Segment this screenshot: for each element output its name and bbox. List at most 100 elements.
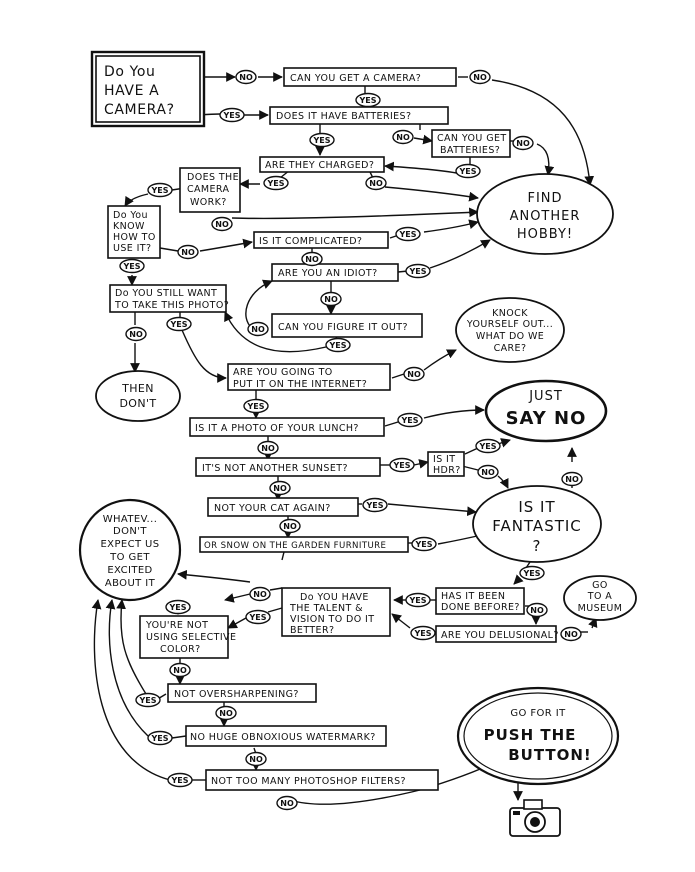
know-how-line-4: USE IT?	[113, 243, 151, 254]
cat-text: NOT YOUR CAT AGAIN?	[214, 503, 331, 514]
yes-pill: YES	[389, 457, 415, 473]
yes-pill: YES	[405, 592, 431, 608]
yes-pill-label: YES	[365, 501, 383, 510]
yes-pill-label: YES	[248, 613, 266, 622]
yes-pill-label: YES	[168, 603, 186, 612]
know-how-line-3: HOW TO	[113, 232, 156, 243]
decision-pills: NO NO YES YES NO NO YES YES YES NO YES NO NO YES NO YES…	[119, 69, 583, 811]
yes-pill-label: YES	[138, 696, 156, 705]
lunch-text: IS IT A PHOTO OF YOUR LUNCH?	[195, 423, 359, 434]
have-batteries-box: DOES IT HAVE BATTERIES?	[269, 106, 449, 125]
yes-pill: YES	[397, 412, 423, 428]
no-pill-label: NO	[219, 709, 233, 718]
yes-pill: YES	[411, 536, 437, 552]
just-say-no-line-2: SAY NO	[506, 408, 587, 429]
hdr-box: IS IT HDR?	[427, 451, 465, 477]
museum-oval: GO TO A MUSEUM	[563, 575, 637, 621]
sunset-text: IT'S NOT ANOTHER SUNSET?	[202, 463, 348, 474]
hdr-line-1: IS IT	[433, 454, 455, 465]
selective-line-3: COLOR?	[160, 644, 201, 655]
yes-pill-label: YES	[408, 267, 426, 276]
no-pill: NO	[177, 244, 199, 260]
still-want-line-1: Do YOU STILL WANT	[115, 288, 217, 299]
yes-pill-label: YES	[169, 320, 187, 329]
done-before-box: HAS IT BEEN DONE BEFORE?	[435, 587, 525, 615]
whatev-line-4: TO GET	[109, 552, 150, 563]
camera-work-line-3: WORK?	[190, 197, 227, 208]
no-pill-label: NO	[273, 484, 287, 493]
watermark-text: NO HUGE OBNOXIOUS WATERMARK?	[190, 732, 376, 743]
complicated-text: IS IT COMPLICATED?	[259, 236, 362, 247]
yes-pill: YES	[135, 692, 161, 708]
yes-pill: YES	[219, 107, 245, 123]
find-hobby-line-1: FIND	[527, 191, 562, 206]
fantastic-line-3: ?	[533, 537, 542, 555]
snow-box: OR SNOW ON THE GARDEN FURNITURE	[199, 536, 409, 553]
knock-out-oval: KNOCK YOURSELF OUT... WHAT DO WE CARE?	[455, 297, 565, 363]
have-batteries-text: DOES IT HAVE BATTERIES?	[276, 111, 411, 122]
no-pill: NO	[245, 751, 267, 767]
yes-pill-label: YES	[122, 262, 140, 271]
talent-line-2: THE TALENT &	[289, 603, 363, 614]
yes-pill: YES	[309, 132, 335, 148]
knock-out-line-4: CARE?	[494, 343, 527, 354]
watermark-box: NO HUGE OBNOXIOUS WATERMARK?	[185, 725, 387, 747]
filters-box: NOT TOO MANY PHOTOSHOP FILTERS?	[205, 769, 439, 791]
no-pill: NO	[169, 662, 191, 678]
yes-pill-label: YES	[413, 629, 431, 638]
yes-pill: YES	[355, 92, 381, 108]
no-pill-label: NO	[181, 248, 195, 257]
museum-line-1: GO	[592, 580, 608, 591]
sharpen-box: NOT OVERSHARPENING?	[167, 683, 317, 703]
no-pill-label: NO	[280, 799, 294, 808]
charged-box: ARE THEY CHARGED?	[259, 156, 385, 173]
done-before-line-1: HAS IT BEEN	[441, 591, 505, 602]
talent-line-3: VISION TO DO IT	[290, 614, 374, 625]
museum-line-2: TO A	[587, 591, 613, 602]
no-pill: NO	[526, 602, 548, 618]
no-pill: NO	[235, 69, 257, 85]
charged-text: ARE THEY CHARGED?	[265, 160, 374, 171]
no-pill-label: NO	[564, 630, 578, 639]
knock-out-line-2: YOURSELF OUT...	[466, 319, 553, 330]
push-button-oval: GO FOR IT PUSH THE BUTTON!	[456, 686, 620, 786]
figure-out-text: CAN YOU FIGURE IT OUT?	[278, 322, 408, 333]
yes-pill: YES	[395, 226, 421, 242]
whatev-line-3: EXPECT US	[100, 539, 159, 550]
no-pill: NO	[211, 216, 233, 232]
no-pill-label: NO	[261, 444, 275, 453]
start-line-1: Do You	[104, 64, 156, 80]
yes-pill-label: YES	[414, 540, 432, 549]
still-want-box: Do YOU STILL WANT TO TAKE THIS PHOTO?	[109, 284, 229, 313]
no-pill: NO	[561, 471, 583, 487]
no-pill-label: NO	[369, 179, 383, 188]
yes-pill-label: YES	[222, 111, 240, 120]
can-get-batteries-line-1: CAN YOU GET	[437, 133, 507, 144]
yes-pill: YES	[119, 258, 145, 274]
whatev-line-1: WHATEV...	[103, 514, 158, 525]
no-pill: NO	[257, 440, 279, 456]
yes-pill-label: YES	[358, 96, 376, 105]
hdr-line-2: HDR?	[433, 465, 461, 476]
still-want-line-2: TO TAKE THIS PHOTO?	[114, 300, 229, 311]
yes-pill-label: YES	[392, 461, 410, 470]
know-how-line-2: KNOW	[113, 221, 145, 232]
idiot-text: ARE YOU AN IDIOT?	[278, 268, 378, 279]
talent-line-1: Do YOU HAVE	[300, 592, 369, 603]
no-pill: NO	[512, 135, 534, 151]
no-pill-label: NO	[173, 666, 187, 675]
know-how-line-1: Do You	[113, 210, 148, 221]
camera-icon	[509, 799, 561, 837]
no-pill-label: NO	[251, 325, 265, 334]
museum-line-3: MUSEUM	[578, 603, 623, 614]
no-pill: NO	[279, 518, 301, 534]
no-pill: NO	[269, 480, 291, 496]
no-pill: NO	[365, 175, 387, 191]
delusional-text: ARE YOU DELUSIONAL?	[441, 630, 559, 641]
can-get-batteries-line-2: BATTERIES?	[440, 145, 500, 156]
talent-line-4: BETTER?	[290, 625, 334, 636]
knock-out-line-1: KNOCK	[492, 308, 528, 319]
no-pill: NO	[403, 366, 425, 382]
